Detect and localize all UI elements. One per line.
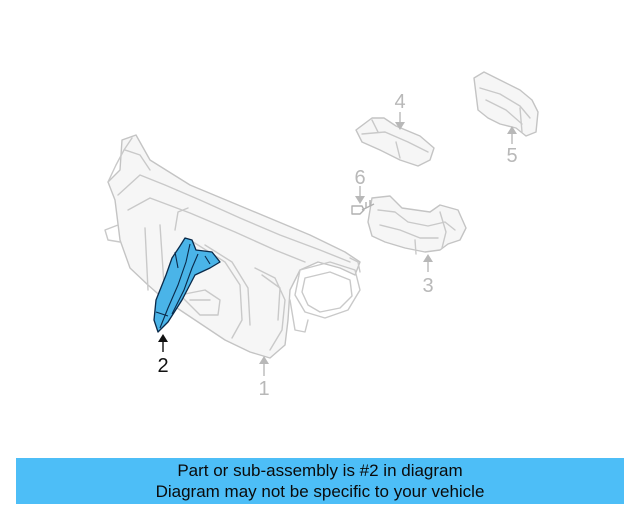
leader-arrow-2 — [158, 334, 168, 352]
part-4-bracket — [355, 117, 435, 167]
part-3-bracket — [367, 195, 467, 255]
part-label-3: 3 — [422, 275, 433, 297]
leader-arrow-3 — [423, 254, 433, 272]
part-label-1: 1 — [258, 378, 269, 400]
banner-line-disclaimer: Diagram may not be specific to your vehi… — [155, 482, 485, 501]
parts-diagram: 1 2 3 4 5 6 — [104, 71, 539, 400]
info-banner: Part or sub-assembly is #2 in diagram Di… — [16, 458, 624, 504]
part-6-bolt — [351, 200, 375, 215]
part-label-6: 6 — [354, 167, 365, 189]
part-5-bracket — [473, 71, 539, 137]
banner-line-part-info: Part or sub-assembly is #2 in diagram — [177, 461, 463, 480]
leader-arrow-4 — [395, 112, 405, 130]
part-label-5: 5 — [506, 145, 517, 167]
leader-arrow-5 — [507, 126, 517, 144]
leader-arrow-1 — [259, 356, 269, 376]
leader-arrow-6 — [355, 186, 365, 204]
part-label-2: 2 — [157, 355, 168, 377]
highlighted-part-2-bracket — [153, 237, 221, 333]
part-label-4: 4 — [394, 91, 405, 113]
radiator-support-panel — [104, 134, 361, 359]
